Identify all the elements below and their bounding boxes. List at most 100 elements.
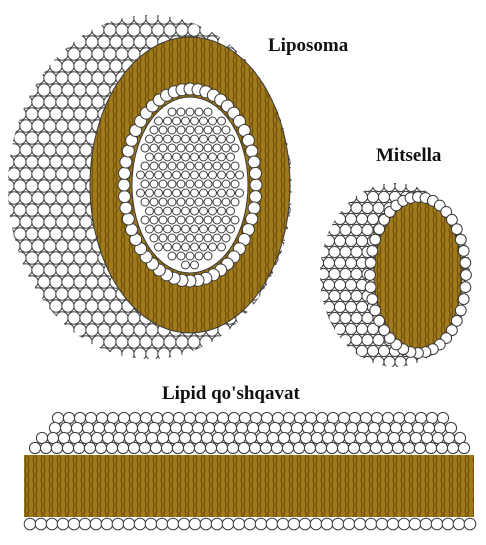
lipid-head — [379, 422, 390, 433]
lipid-head — [44, 72, 56, 84]
lipid-head — [56, 312, 68, 324]
lipid-head — [272, 412, 283, 423]
lipid-head — [155, 171, 163, 179]
lipid-head — [119, 191, 131, 203]
lipid-head — [50, 276, 62, 288]
lipid-head — [345, 323, 356, 334]
lipid-head — [74, 348, 86, 360]
lipid-head — [188, 24, 200, 36]
lipid-head — [272, 312, 284, 324]
lipid-head — [444, 191, 455, 202]
lipid-head — [362, 334, 373, 345]
lipid-head — [206, 412, 217, 423]
lipid-head — [44, 120, 56, 132]
lipid-head — [177, 234, 185, 242]
lipid-head — [155, 225, 163, 233]
lipid-head — [2, 180, 14, 192]
lipid-head — [26, 156, 38, 168]
lipid-head — [172, 442, 183, 453]
lipid-head — [176, 336, 188, 348]
lipid-head — [173, 243, 181, 251]
lipid-head — [384, 356, 395, 367]
lipid-head — [362, 224, 373, 235]
lipid-head — [85, 412, 96, 423]
lipid-head — [32, 216, 44, 228]
lipid-head — [340, 202, 351, 213]
lipid-head — [44, 336, 56, 348]
lipid-head — [50, 84, 62, 96]
lipid-head — [195, 162, 203, 170]
lipid-head — [233, 518, 245, 530]
lipid-head — [329, 290, 340, 301]
lipid-head — [357, 422, 368, 433]
lipid-head — [86, 324, 98, 336]
lipid-head — [203, 422, 214, 433]
lipid-head — [304, 442, 315, 453]
lipid-head — [374, 315, 385, 326]
lipid-head — [340, 246, 351, 257]
lipid-head — [8, 24, 20, 36]
lipid-head — [186, 252, 194, 260]
lipid-head — [63, 412, 74, 423]
lipid-head — [173, 135, 181, 143]
lipid-head — [159, 216, 167, 224]
lipid-head — [8, 240, 20, 252]
lipid-head — [2, 276, 14, 288]
lipid-head — [218, 348, 230, 360]
lipid-head — [26, 12, 38, 24]
lipid-head — [38, 276, 50, 288]
lipid-head — [323, 323, 334, 334]
lipid-head — [62, 300, 74, 312]
lipid-head — [110, 36, 122, 48]
lipid-head — [384, 180, 395, 191]
lipid-head — [2, 156, 14, 168]
lipid-head — [334, 345, 345, 356]
lipid-head — [327, 412, 338, 423]
lipid-head — [455, 305, 466, 316]
lipid-head — [367, 213, 378, 224]
lipid-head — [141, 198, 149, 206]
lipid-head — [110, 324, 122, 336]
lipid-head — [68, 240, 80, 252]
lipid-head — [189, 518, 201, 530]
lipid-head — [414, 442, 425, 453]
lipid-head — [44, 288, 56, 300]
lipid-head — [20, 72, 32, 84]
lipid-head — [150, 162, 158, 170]
lipid-head — [104, 312, 116, 324]
lipid-head — [213, 144, 221, 152]
lipid-head — [80, 264, 92, 276]
lipid-head — [50, 108, 62, 120]
lipid-head — [26, 108, 38, 120]
lipid-head — [242, 36, 254, 48]
lipid-head — [146, 348, 158, 360]
lipid-head — [50, 204, 62, 216]
lipid-head — [176, 24, 188, 36]
lipid-head — [227, 207, 235, 215]
lipid-head — [56, 216, 68, 228]
lipid-head — [57, 518, 69, 530]
lipid-head — [225, 422, 236, 433]
lipid-head — [56, 264, 68, 276]
lipid-head — [278, 324, 290, 336]
lipid-head — [191, 225, 199, 233]
lipid-head — [398, 518, 410, 530]
lipid-head — [415, 412, 426, 423]
lipid-head — [209, 243, 217, 251]
lipid-head — [343, 518, 355, 530]
lipid-head — [182, 135, 190, 143]
lipid-head — [236, 189, 244, 197]
lipid-head — [200, 225, 208, 233]
lipid-head — [261, 412, 272, 423]
lipid-head — [248, 48, 260, 60]
lipid-head — [32, 336, 44, 348]
lipid-head — [206, 348, 218, 360]
lipid-head — [68, 96, 80, 108]
lipid-head — [35, 518, 47, 530]
lipid-head — [38, 204, 50, 216]
lipid-head — [164, 171, 172, 179]
lipid-head — [186, 234, 194, 242]
lipid-head — [2, 300, 14, 312]
lipid-head — [134, 348, 146, 360]
lipid-head — [365, 257, 376, 268]
